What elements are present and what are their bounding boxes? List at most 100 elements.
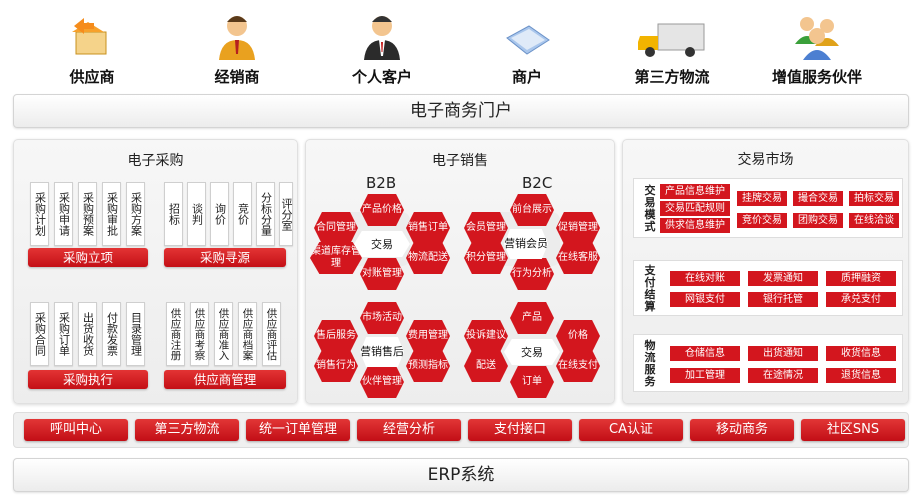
market-block-label: 物流服务: [644, 339, 656, 388]
market-tag[interactable]: 在线对账: [670, 271, 740, 286]
hex-item[interactable]: 伙伴管理: [360, 366, 404, 398]
service-call-center[interactable]: 呼叫中心: [24, 419, 128, 441]
market-block-label: 交易模式: [644, 184, 656, 233]
hex-item[interactable]: 产品价格: [360, 194, 404, 226]
market-tag[interactable]: 产品信息维护: [660, 184, 730, 199]
procurement-item: 评分室: [279, 182, 293, 246]
portal-title: 电子商务门户: [410, 101, 512, 121]
market-tag[interactable]: 挂牌交易: [737, 191, 787, 206]
market-tag[interactable]: 竞价交易: [737, 213, 787, 228]
market-tag[interactable]: 团购交易: [793, 213, 843, 228]
procurement-item: 供应商考察: [190, 302, 209, 366]
erp-title: ERP系统: [427, 465, 495, 485]
service-order-management[interactable]: 统一订单管理: [246, 419, 350, 441]
market-tag[interactable]: 发票通知: [748, 271, 818, 286]
market-tag[interactable]: 撮合交易: [793, 191, 843, 206]
market-tag[interactable]: 承兑支付: [826, 292, 896, 307]
procurement-item: 采购预案: [78, 182, 97, 246]
procurement-group-label[interactable]: 采购立项: [28, 248, 148, 267]
service-mobile-commerce[interactable]: 移动商务: [690, 419, 794, 441]
stakeholder-label: 商户: [511, 68, 542, 86]
hex-item[interactable]: 行为分析: [510, 258, 554, 290]
supplier-icon: [64, 10, 120, 62]
stakeholder-label: 个人客户: [351, 68, 412, 86]
hex-item[interactable]: 预测指标: [406, 350, 450, 382]
market-tag[interactable]: 加工管理: [670, 368, 740, 383]
b2c-label: B2C: [522, 174, 553, 192]
procurement-item: 出货收货: [78, 302, 97, 366]
stakeholder-merchant: 商户: [462, 0, 592, 87]
hex-item[interactable]: 售后服务: [314, 320, 358, 352]
hex-item[interactable]: 销售行为: [314, 350, 358, 382]
service-third-party-logistics[interactable]: 第三方物流: [135, 419, 239, 441]
market-tag[interactable]: 质押融资: [826, 271, 896, 286]
hex-item[interactable]: 投诉建议: [464, 320, 508, 352]
market-tag[interactable]: 网银支付: [670, 292, 740, 307]
procurement-group-label[interactable]: 采购寻源: [164, 248, 286, 267]
market-tag[interactable]: 出货通知: [748, 346, 818, 361]
hex-item[interactable]: 销售订单: [406, 212, 450, 244]
partners-group-icon: [785, 10, 849, 62]
procurement-item: 供应商注册: [166, 302, 185, 366]
stakeholder-supplier: 供应商: [27, 0, 157, 87]
stakeholder-label: 经销商: [214, 68, 260, 86]
service-community-sns[interactable]: 社区SNS: [801, 419, 905, 441]
hex-item[interactable]: 费用管理: [406, 320, 450, 352]
procurement-group-label[interactable]: 供应商管理: [164, 370, 286, 389]
service-business-analysis[interactable]: 经营分析: [357, 419, 461, 441]
hex-item[interactable]: 积分管理: [464, 242, 508, 274]
market-tag[interactable]: 交易匹配规则: [660, 201, 730, 216]
stakeholder-logistics: 第三方物流: [607, 0, 737, 87]
erp-bar: ERP系统: [13, 458, 909, 492]
procurement-item: 供应商档案: [238, 302, 257, 366]
hex-item[interactable]: 会员管理: [464, 212, 508, 244]
hex-item[interactable]: 在线客服: [556, 242, 600, 274]
market-tag[interactable]: 银行托管: [748, 292, 818, 307]
procurement-item: 采购申请: [54, 182, 73, 246]
market-tag[interactable]: 供求信息维护: [660, 218, 730, 233]
hex-item[interactable]: 物流配送: [406, 242, 450, 274]
market-tag[interactable]: 拍标交易: [849, 191, 899, 206]
service-ca-auth[interactable]: CA认证: [579, 419, 683, 441]
hex-item[interactable]: 前台展示: [510, 194, 554, 226]
market-tag[interactable]: 退货信息: [826, 368, 896, 383]
hex-item[interactable]: 在线支付: [556, 350, 600, 382]
stakeholder-label: 增值服务伙伴: [771, 68, 862, 86]
b2b-label: B2B: [366, 174, 397, 192]
hex-item[interactable]: 产品: [510, 302, 554, 334]
hex-item[interactable]: 订单: [510, 366, 554, 398]
procurement-item: 目录管理: [126, 302, 145, 366]
hex-item[interactable]: 市场活动: [360, 302, 404, 334]
market-title: 交易市场: [737, 152, 794, 168]
hex-item[interactable]: 渠道库存管理: [310, 242, 362, 274]
hex-item[interactable]: 对账管理: [360, 258, 404, 290]
procurement-item: 采购订单: [54, 302, 73, 366]
merchant-card-icon: [499, 10, 555, 62]
market-tag[interactable]: 仓储信息: [670, 346, 740, 361]
distributor-person-icon: [209, 10, 265, 62]
market-tag[interactable]: 在途情况: [748, 368, 818, 383]
procurement-item: 采购合同: [30, 302, 49, 366]
procurement-item: 竞价: [233, 182, 252, 246]
procurement-item: 招标: [164, 182, 183, 246]
procurement-group-label[interactable]: 采购执行: [28, 370, 148, 389]
customer-person-icon: [354, 10, 410, 62]
hex-item[interactable]: 合同管理: [314, 212, 358, 244]
hex-item[interactable]: 价格: [556, 320, 600, 352]
procurement-item: 分标分量: [256, 182, 275, 246]
procurement-item: 付款发票: [102, 302, 121, 366]
market-tag[interactable]: 收货信息: [826, 346, 896, 361]
hex-item[interactable]: 促销管理: [556, 212, 600, 244]
market-tag[interactable]: 在线洽谈: [849, 213, 899, 228]
stakeholder-distributor: 经销商: [172, 0, 302, 87]
portal-bar: 电子商务门户: [13, 94, 909, 128]
market-block-logistics: 物流服务 仓储信息 出货通知 收货信息 加工管理 在途情况 退货信息: [633, 334, 903, 392]
stakeholder-label: 供应商: [69, 68, 115, 86]
hex-center: 交易: [504, 339, 560, 365]
procurement-item: 供应商准入: [214, 302, 233, 366]
stakeholder-customer: 个人客户: [317, 0, 447, 87]
service-payment-interface[interactable]: 支付接口: [468, 419, 572, 441]
market-block-payment: 支付结算 在线对账 发票通知 质押融资 网银支付 银行托管 承兑支付: [633, 260, 903, 316]
procurement-item: 采购方案: [126, 182, 145, 246]
hex-item[interactable]: 配送: [464, 350, 508, 382]
